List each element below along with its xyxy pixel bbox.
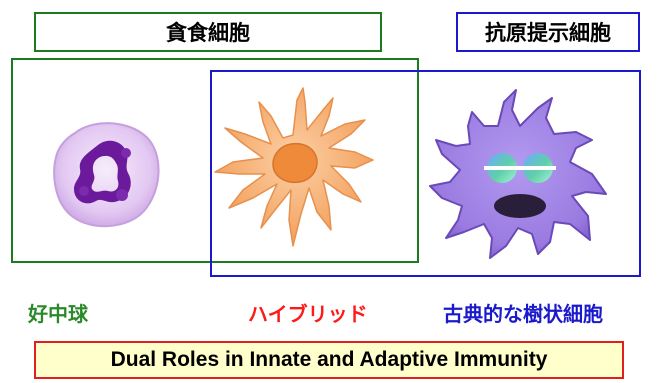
phagocyte-label: 貪食細胞 bbox=[34, 12, 382, 52]
hybrid-nucleus bbox=[272, 142, 318, 184]
antigen-presenting-label-text: 抗原提示細胞 bbox=[485, 21, 611, 45]
antigen-presenting-label: 抗原提示細胞 bbox=[456, 12, 640, 52]
neutrophil-nucleus bbox=[74, 140, 131, 204]
hybrid-caption: ハイブリッド bbox=[248, 302, 368, 326]
neutrophil-body bbox=[53, 122, 160, 228]
dual-roles-banner-text: Dual Roles in Innate and Adaptive Immuni… bbox=[110, 348, 548, 371]
dual-roles-banner: Dual Roles in Innate and Adaptive Immuni… bbox=[34, 341, 624, 379]
dendritic-mouth bbox=[494, 194, 546, 218]
dendritic-cell-icon bbox=[429, 89, 607, 259]
hybrid-cell-icon bbox=[214, 87, 374, 247]
neutrophil-cell-icon bbox=[53, 122, 160, 228]
dendritic-caption: 古典的な樹状細胞 bbox=[443, 302, 603, 326]
dendritic-eye-band bbox=[484, 166, 556, 170]
phagocyte-label-text: 貪食細胞 bbox=[166, 21, 250, 45]
dendritic-body bbox=[429, 89, 607, 259]
neutrophil-caption: 好中球 bbox=[28, 302, 88, 326]
